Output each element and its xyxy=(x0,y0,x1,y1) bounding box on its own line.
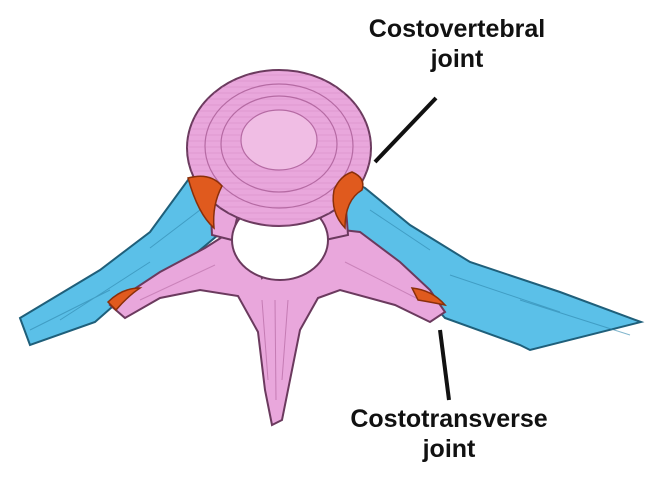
left-rib xyxy=(18,178,232,347)
costovertebral-label-line1: Costovertebral xyxy=(368,15,546,43)
costovertebral-label-line2: joint xyxy=(430,45,484,73)
vertebral-body xyxy=(186,69,372,227)
costotransverse-joint-label: Costotransverse joint xyxy=(318,404,580,464)
left-costovertebral-joint xyxy=(187,175,223,230)
costovertebral-joint-label: Costovertebral joint xyxy=(342,14,572,74)
costotransverse-label-line2: joint xyxy=(422,435,476,463)
costotransverse-leader-line xyxy=(438,329,451,401)
right-costovertebral-joint xyxy=(332,171,364,230)
costotransverse-label-line1: Costotransverse xyxy=(350,405,548,433)
left-costotransverse-joint xyxy=(106,287,143,312)
right-costotransverse-joint xyxy=(410,287,448,307)
costovertebral-leader-line xyxy=(373,96,438,164)
